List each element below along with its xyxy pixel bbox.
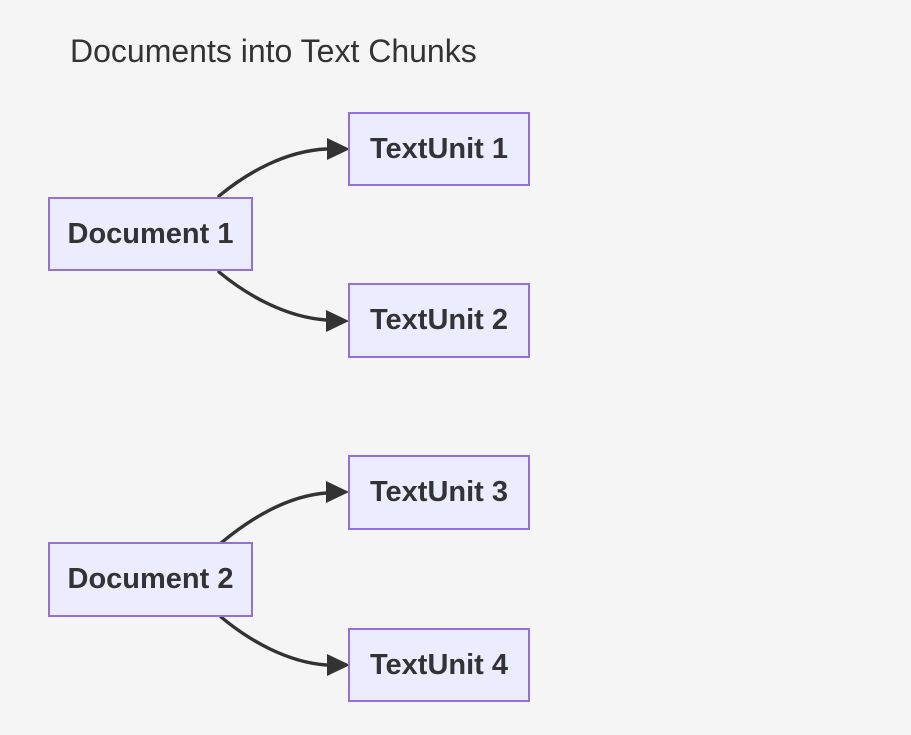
edge-document2-textunit4 [219,615,350,676]
node-label: TextUnit 4 [369,648,509,681]
edge-document2-textunit3 [219,481,349,545]
edge-document1-textunit2 [217,270,349,332]
arrowhead-icon [327,654,350,676]
diagram-title: Documents into Text Chunks [70,33,477,69]
node-label: TextUnit 1 [369,132,509,165]
node-label: Document 1 [67,217,234,250]
node-textunit-4: TextUnit 4 [348,628,530,702]
edge-document1-textunit1 [217,138,350,198]
node-textunit-3: TextUnit 3 [348,455,530,530]
node-textunit-1: TextUnit 1 [348,112,530,186]
arrowhead-icon [327,138,350,160]
node-label: TextUnit 3 [369,476,509,508]
node-label: Document 2 [67,563,234,595]
arrowhead-icon [326,481,349,503]
node-document-2: Document 2 [48,542,253,617]
node-textunit-2: TextUnit 2 [348,283,530,358]
arrowhead-icon [326,310,349,332]
node-label: TextUnit 2 [369,304,509,336]
node-document-1: Document 1 [48,197,253,271]
